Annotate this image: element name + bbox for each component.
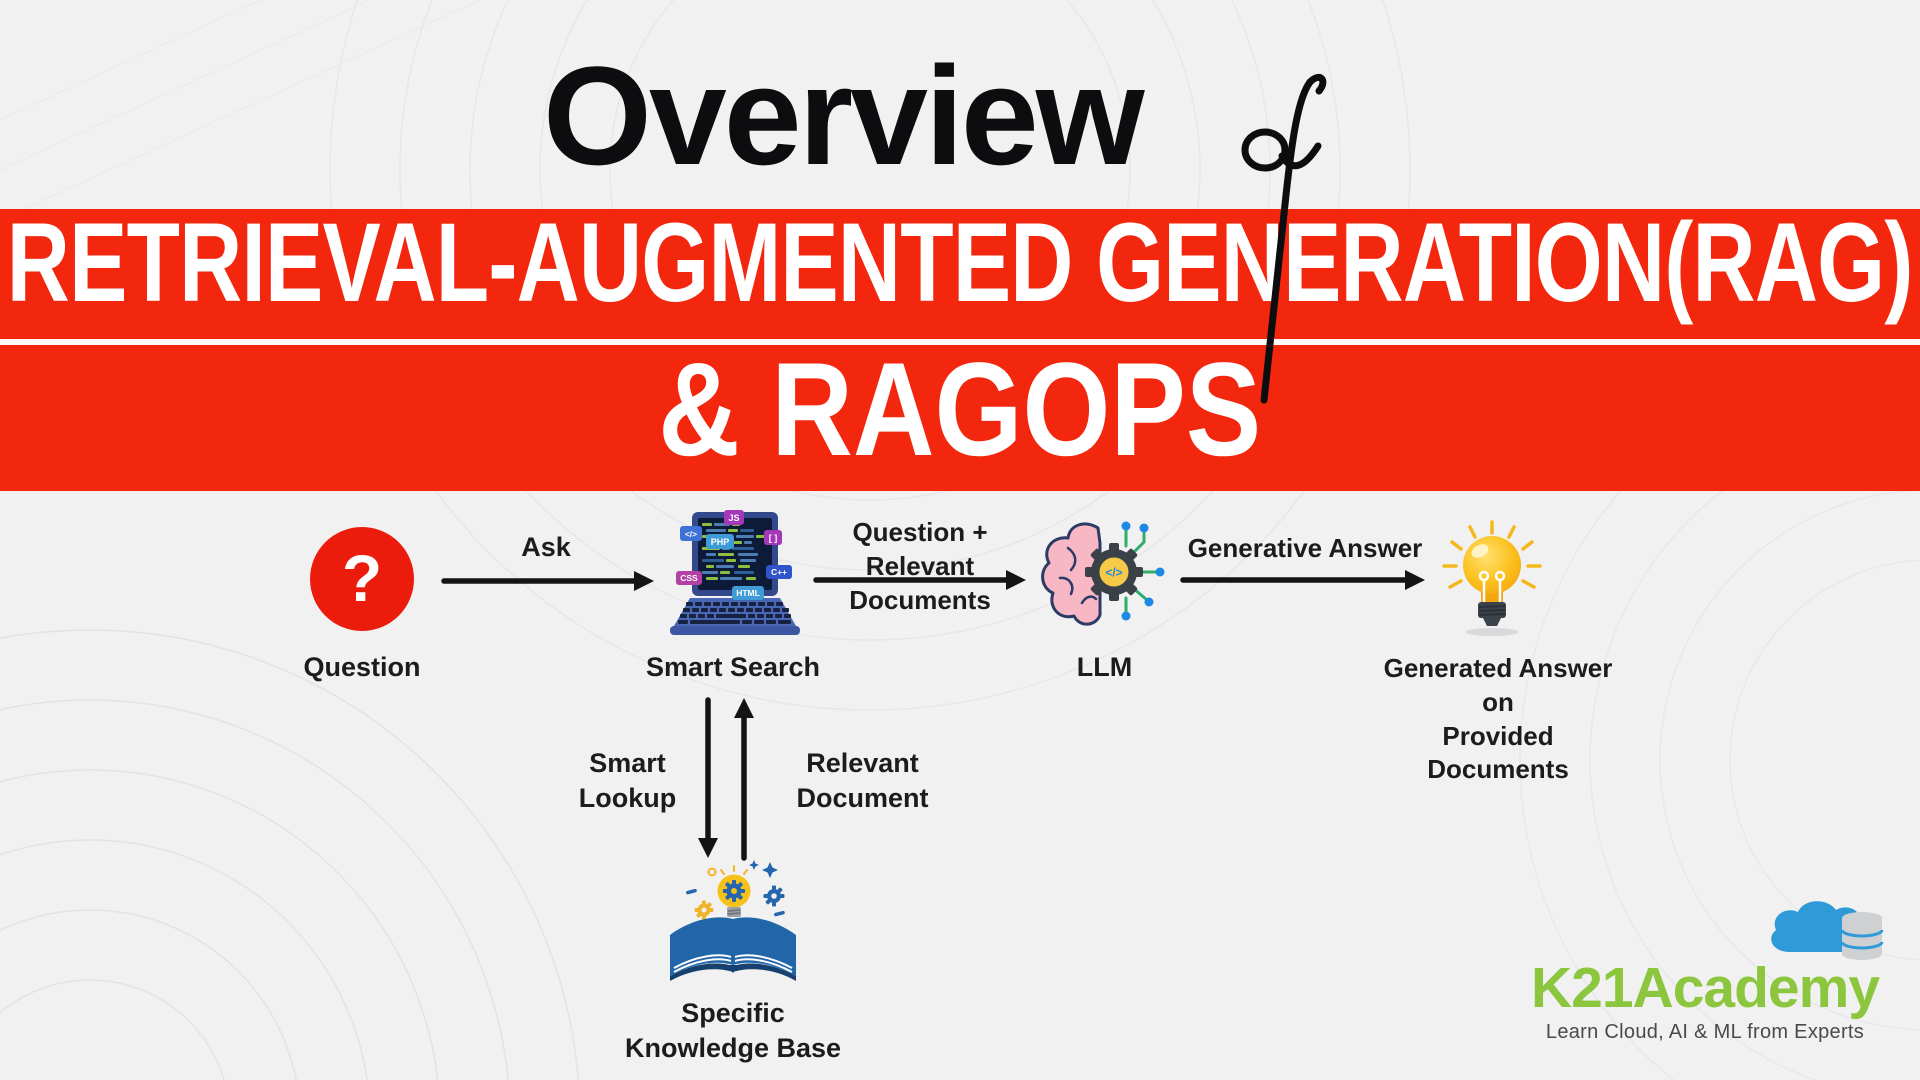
logo-name: K21Academy [1530,956,1880,1020]
smart-search-label: Smart Search [645,652,821,682]
svg-text:PHP: PHP [711,537,730,547]
generative-answer-label: Generative Answer [1187,533,1423,563]
question-label: Question [303,652,421,682]
banner-line1-text: RETRIEVAL-AUGMENTED GENERATION(RAG) [7,200,1914,325]
banner-divider [0,339,1920,345]
generated-answer-label: Generated Answer on Provided Documents [1383,653,1613,785]
svg-text:</>: </> [685,529,697,539]
banner-line2-text: & RAGOPS [658,335,1262,484]
lightbulb-icon [1442,520,1542,636]
relevant-document-label: Relevant Document [796,748,929,814]
question-icon: ? [310,527,414,631]
laptop-code-icon: JS </> PHP [ ] C++ CSS HTML [670,510,800,635]
knowledge-base-label: Specific Knowledge Base [624,998,842,1064]
ask-label: Ask [521,532,571,562]
svg-text:?: ? [342,541,382,615]
llm-label: LLM [1076,652,1133,682]
page-title: Overview [543,37,1145,194]
banner-line1: RETRIEVAL-AUGMENTED GENERATION(RAG) [0,200,1920,339]
open-book-idea-icon [670,860,796,981]
brain-chip-icon: </> [1041,521,1165,626]
k21academy-logo: K21Academy Learn Cloud, AI & ML from Exp… [1520,888,1890,1058]
smart-lookup-label: Smart Lookup [578,748,677,814]
logo-tagline: Learn Cloud, AI & ML from Experts [1545,1021,1865,1043]
svg-text:JS: JS [728,513,739,523]
cloud-database-icon [1771,901,1884,960]
svg-text:HTML: HTML [736,588,760,598]
svg-text:</>: </> [1105,566,1122,580]
svg-text:C++: C++ [771,567,787,577]
svg-text:[ ]: [ ] [769,533,778,543]
banner-line2: & RAGOPS [0,335,1920,491]
script-of-word [1241,74,1327,404]
question-docs-label: Question + Relevant Documents [849,517,991,615]
svg-text:CSS: CSS [680,573,698,583]
